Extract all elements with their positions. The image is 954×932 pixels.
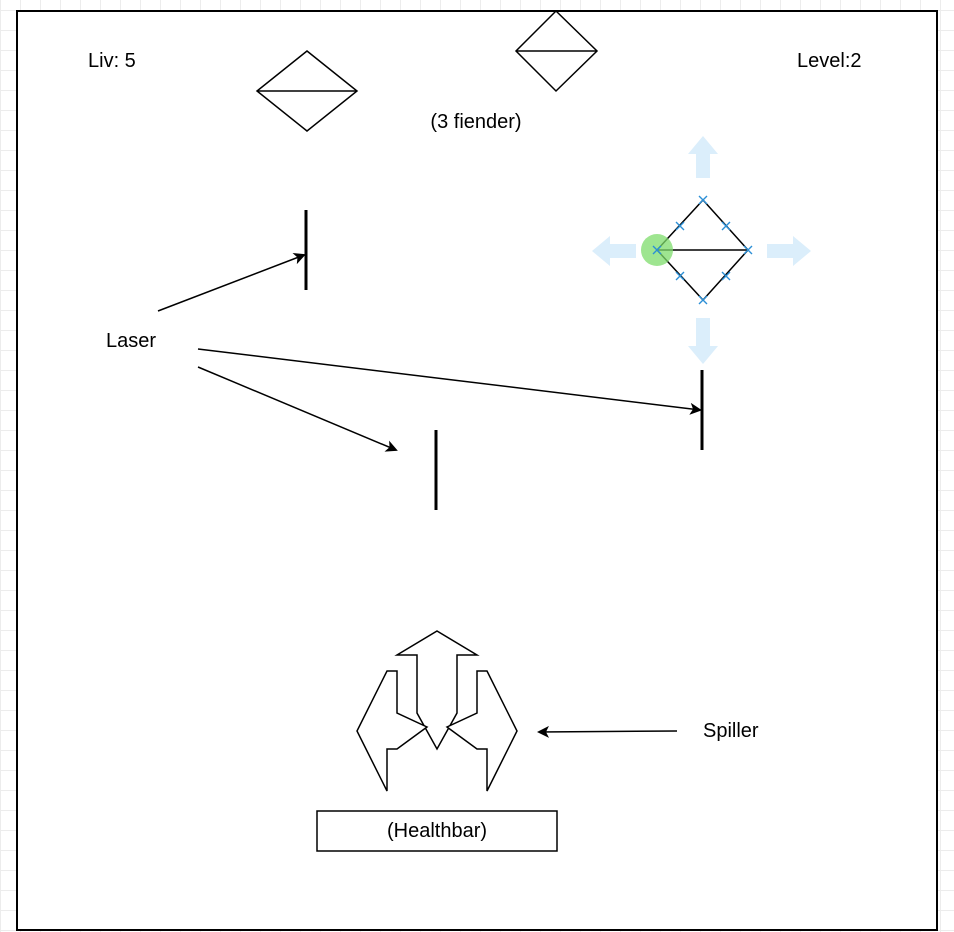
laser-arrow-1[interactable] <box>157 252 306 312</box>
healthbar-box[interactable] <box>316 810 558 852</box>
handle-top-left[interactable] <box>675 221 685 231</box>
player-arrow[interactable] <box>537 725 678 738</box>
enemy-count-label: (3 fiender) <box>430 111 522 133</box>
move-arrow-right-icon[interactable] <box>767 236 811 266</box>
selection-handles[interactable] <box>652 195 753 305</box>
handle-left[interactable] <box>652 245 662 255</box>
ship-wing-right <box>445 670 518 792</box>
ship-wing-left <box>356 670 429 792</box>
player-label: Spiller <box>703 720 759 742</box>
move-arrow-up-icon[interactable] <box>688 136 718 178</box>
ship-body-shape <box>394 630 480 751</box>
move-arrow-down-icon[interactable] <box>688 318 718 364</box>
handle-bottom-right[interactable] <box>721 271 731 281</box>
laser-arrow-2[interactable] <box>197 348 702 415</box>
move-arrow-left-icon[interactable] <box>592 236 636 266</box>
handle-bottom[interactable] <box>698 295 708 305</box>
move-arrows[interactable] <box>592 136 811 364</box>
level-indicator: Level:2 <box>797 50 862 72</box>
enemy-ship-top[interactable] <box>514 9 599 93</box>
handle-top[interactable] <box>698 195 708 205</box>
handle-top-right[interactable] <box>721 221 731 231</box>
enemy-ship-left[interactable] <box>255 50 359 132</box>
handle-bottom-left[interactable] <box>675 271 685 281</box>
laser-arrow-3[interactable] <box>197 366 398 452</box>
player-spaceship[interactable] <box>356 630 518 792</box>
handle-right[interactable] <box>743 245 753 255</box>
lives-counter: Liv: 5 <box>88 50 136 72</box>
laser-label: Laser <box>106 330 157 352</box>
game-screen-frame[interactable] <box>16 10 938 931</box>
healthbar-label: (Healthbar) <box>386 820 488 842</box>
